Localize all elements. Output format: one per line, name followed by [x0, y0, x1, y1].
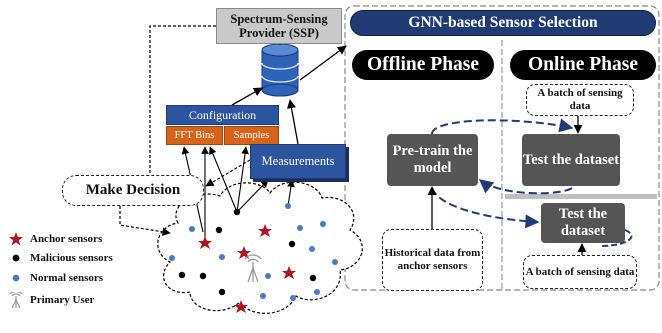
- batch-bottom-label: A batch of sensing data: [525, 265, 635, 278]
- legend-malicious-label: Malicious sensors: [30, 252, 113, 264]
- online-phase-label: Online Phase: [510, 50, 656, 80]
- online-phase-text: Online Phase: [528, 54, 638, 75]
- legend: Anchor sensors Malicious sensors Normal …: [6, 232, 166, 322]
- malicious-sensor: [215, 226, 223, 234]
- legend-anchor-label: Anchor sensors: [30, 233, 103, 245]
- configuration-box: Configuration: [166, 105, 279, 125]
- make-decision-label: Make Decision: [85, 182, 181, 198]
- historical-data-label: Historical data from anchor sensors: [384, 247, 481, 272]
- test-dataset-lower-label: Test the dataset: [558, 206, 608, 239]
- database-icon: [261, 43, 299, 97]
- normal-sensor: [309, 246, 315, 252]
- arrow-test1-pretrain: [478, 179, 573, 195]
- samples-box: Samples: [224, 126, 279, 145]
- arrow-ssp-decision: [149, 25, 216, 178]
- pretrain-box: Pre-train the model: [387, 134, 478, 186]
- normal-sensor: [169, 255, 175, 261]
- test-dataset-online-box: Test the dataset: [522, 134, 620, 186]
- gnn-title-text: GNN-based Sensor Selection: [408, 14, 598, 31]
- offline-phase-text: Offline Phase: [366, 54, 480, 75]
- legend-normal-label: Normal sensors: [30, 272, 104, 284]
- star-icon: [6, 232, 26, 246]
- ssp-box: Spectrum-Sensing Provider (SSP): [216, 8, 342, 44]
- anchor-sensor: [258, 224, 272, 237]
- arrow-sensor-meas: [236, 179, 269, 213]
- sensor-markers: [169, 203, 338, 313]
- arrow-pretrain-test1: [431, 118, 574, 135]
- malicious-sensor: [218, 288, 226, 296]
- test-dataset-online-label: Test the dataset: [522, 151, 620, 168]
- normal-sensor: [332, 259, 338, 265]
- arrow-test2-loop: [599, 229, 633, 247]
- normal-sensor: [219, 254, 225, 260]
- samples-label: Samples: [233, 130, 270, 141]
- black-dot-icon: [6, 253, 26, 263]
- normal-sensor: [189, 226, 195, 232]
- make-decision-box: Make Decision: [62, 175, 204, 206]
- fft-bins-box: FFT Bins: [166, 126, 223, 145]
- arrow-sensor-fft-2: [209, 146, 238, 213]
- batch-bottom-box: A batch of sensing data: [523, 255, 637, 289]
- legend-primary-user: Primary User: [6, 292, 94, 308]
- gnn-title: GNN-based Sensor Selection: [350, 10, 656, 36]
- arrow-meas-db: [286, 99, 299, 145]
- online-separator-bar: [505, 194, 657, 199]
- normal-sensor: [297, 225, 303, 231]
- anchor-sensor: [282, 266, 296, 279]
- malicious-sensor: [178, 271, 186, 279]
- arrow-meas-decision: [205, 159, 251, 187]
- arrow-decision-cloud: [119, 206, 171, 236]
- ssp-label: Spectrum-Sensing Provider (SSP): [230, 12, 328, 40]
- offline-phase-label: Offline Phase: [352, 50, 494, 80]
- batch-top-label: A batch of sensing data: [537, 87, 623, 112]
- legend-malicious: Malicious sensors: [6, 252, 113, 264]
- measurements-box: Measurements: [250, 144, 346, 179]
- arrow-sensor-meas-2: [287, 179, 295, 207]
- legend-primary-user-label: Primary User: [30, 294, 95, 306]
- configuration-title: Configuration: [188, 107, 257, 122]
- normal-sensor: [260, 293, 266, 299]
- antenna-icon: [6, 292, 26, 308]
- malicious-sensor: [288, 240, 296, 248]
- anchor-sensor: [198, 236, 212, 249]
- historical-data-box: Historical data from anchor sensors: [382, 229, 483, 291]
- primary-user-antenna-icon: [244, 254, 262, 283]
- measurements-label: Measurements: [261, 154, 335, 168]
- anchor-sensor: [234, 300, 248, 313]
- batch-top-box: A batch of sensing data: [526, 84, 634, 116]
- arrow-db-gnn: [299, 45, 347, 81]
- anchor-sensor: [237, 246, 251, 259]
- gnn-panel: [344, 5, 660, 291]
- legend-anchor: Anchor sensors: [6, 232, 102, 246]
- pretrain-label: Pre-train the model: [392, 143, 473, 176]
- malicious-sensor: [233, 208, 241, 216]
- test-dataset-lower-box: Test the dataset: [541, 203, 625, 243]
- arrow-sensor-samples: [236, 146, 249, 213]
- legend-normal: Normal sensors: [6, 272, 103, 284]
- normal-sensor: [285, 203, 291, 209]
- normal-sensor: [265, 273, 271, 279]
- malicious-sensor: [199, 272, 207, 280]
- arrow-config-db: [231, 87, 263, 106]
- normal-sensor: [314, 289, 320, 295]
- normal-sensor: [320, 221, 326, 227]
- arrow-pretrain-test2: [431, 187, 540, 229]
- blue-dot-icon: [6, 273, 26, 283]
- fft-bins-label: FFT Bins: [174, 130, 215, 141]
- normal-sensor: [290, 295, 296, 301]
- malicious-sensor: [309, 274, 317, 282]
